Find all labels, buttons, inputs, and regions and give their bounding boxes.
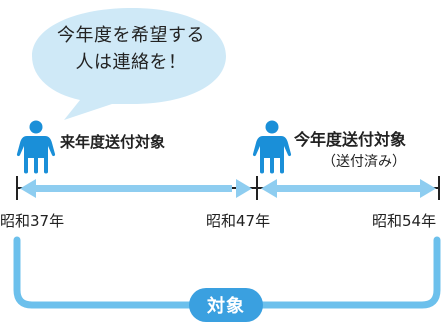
speech-bubble <box>32 8 226 120</box>
year-label-end: 昭和54年 <box>372 212 437 230</box>
timeline <box>16 176 440 200</box>
bubble-line-2: 人は連絡を！ <box>75 52 187 73</box>
next-year-target-label: 来年度送付対象 <box>60 133 166 151</box>
year-label-start: 昭和37年 <box>0 212 65 230</box>
person-icon <box>252 120 292 174</box>
year-label-mid: 昭和47年 <box>206 212 271 230</box>
already-sent-note: （送付済み） <box>322 154 406 170</box>
double-arrow-right <box>261 179 436 198</box>
speech-bubble-shape <box>32 8 226 120</box>
bubble-line-1: 今年度を希望する <box>57 25 205 46</box>
speech-bubble-text: 今年度を希望する 人は連絡を！ <box>46 22 216 76</box>
this-year-target-label: 今年度送付対象 <box>294 130 407 149</box>
person-icon <box>16 120 56 174</box>
target-badge: 対象 <box>189 288 263 322</box>
double-arrow-left <box>20 179 252 198</box>
